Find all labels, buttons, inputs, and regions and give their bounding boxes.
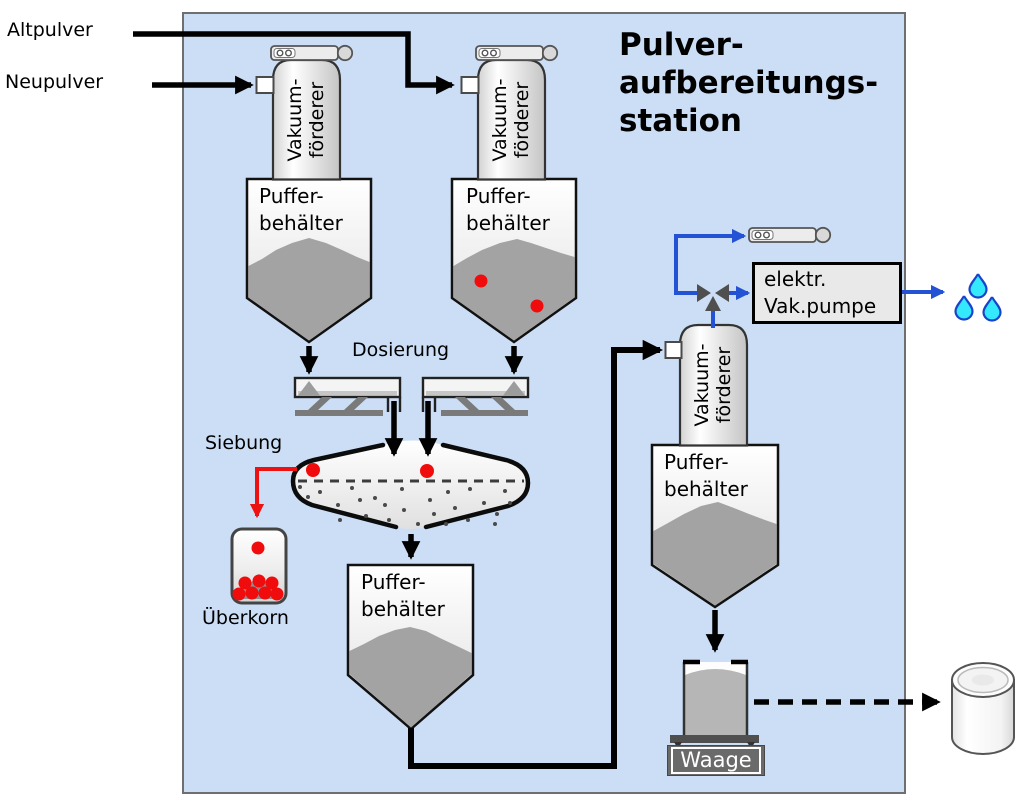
powder-pile [503, 381, 525, 396]
vacuum-conveyor-3-label: Vakuum- förderer [691, 343, 735, 427]
dosing-units [293, 376, 530, 416]
buffer-vessels [245, 177, 780, 731]
inlet-stub-1 [255, 76, 275, 94]
altpulver-label: Altpulver [7, 19, 93, 41]
fine-powder-dots [298, 485, 512, 526]
trestle-base [295, 410, 383, 416]
trestle-leg [344, 397, 368, 410]
powder-fill-1 [248, 238, 370, 341]
vacuum-air-lines [674, 228, 946, 328]
oversize-particle-dot [420, 464, 434, 478]
scale-box: Waage [667, 745, 765, 776]
dosing-chute-left [386, 397, 402, 412]
scale-platform [670, 735, 759, 743]
station-title-line2: aufbereitungs- [619, 65, 879, 101]
altpulver-flow-line [133, 31, 455, 95]
vacuum-conveyor-2-label: Vakuum- förderer [489, 78, 533, 162]
oversize-particle-dot [251, 541, 265, 555]
powder-layer [298, 391, 397, 396]
dosing-chute-right [421, 397, 437, 412]
powder-fill-2 [453, 239, 575, 341]
vacuum-pump-box: elektr. Vak.pumpe [752, 262, 902, 324]
inlet-stub-2 [460, 76, 480, 94]
buffer-vessel-3-label: Puffer- behälter [361, 570, 445, 621]
powder-fill-3 [349, 627, 472, 728]
trestle-leg [455, 397, 479, 410]
buffer-vessel-2-label: Puffer- behälter [466, 184, 550, 235]
output-container-icon [951, 662, 1015, 755]
exhaust-droplets-icon [954, 272, 1002, 322]
oversize-container [230, 527, 288, 605]
powder-layer [426, 391, 525, 396]
exhaust-filter-icon [748, 226, 832, 244]
weighing-station [670, 659, 759, 749]
scale-label: Waage [671, 747, 761, 774]
oversize-particle-dot [530, 299, 544, 313]
trestle-leg [308, 397, 332, 410]
valve-icon [697, 284, 729, 311]
vacuum-conveyors [255, 44, 832, 447]
vessel3-to-conveyor3-pipe [408, 339, 664, 769]
station-title-line3: station [619, 103, 743, 139]
powder-flow-lines [133, 31, 941, 769]
exhaust-filter-icon [475, 44, 559, 62]
vacuum-conveyor-1-label: Vakuum- förderer [284, 78, 328, 162]
dosing-label: Dosierung [352, 339, 450, 361]
sieve-outline-right [423, 442, 531, 530]
buffer-vessel-1-label: Puffer- behälter [259, 184, 343, 235]
oversize-particle-dot [474, 274, 488, 288]
vacuum-conveyor-3 [678, 323, 749, 447]
oversize-label: Überkorn [202, 607, 289, 629]
sieve-outline-left [290, 442, 399, 530]
station-title-line1: Pulver- [619, 27, 744, 63]
sieving-label: Siebung [205, 432, 283, 454]
oversize-particle-pile [232, 574, 284, 601]
oversize-reject-line [249, 467, 297, 519]
station-title: Pulver- aufbereitungs- station [619, 26, 878, 140]
oversize-particle-dot [306, 463, 320, 477]
air-to-filter-line [674, 228, 747, 295]
bucket-walls [682, 662, 749, 737]
powder-fill-4 [653, 502, 777, 606]
sieve-unit [290, 440, 531, 530]
inlet-stub-3 [664, 341, 683, 359]
trestle-leg [491, 397, 515, 410]
neupulver-label: Neupulver [5, 71, 104, 93]
powder-pile [298, 381, 320, 396]
air-up-arrowhead [705, 296, 721, 311]
sieve-body [293, 440, 528, 529]
trestle-base [441, 410, 528, 416]
buffer-vessel-4-label: Puffer- behälter [664, 450, 748, 501]
exhaust-filter-icon [270, 44, 354, 62]
bucket-powder [685, 669, 746, 737]
